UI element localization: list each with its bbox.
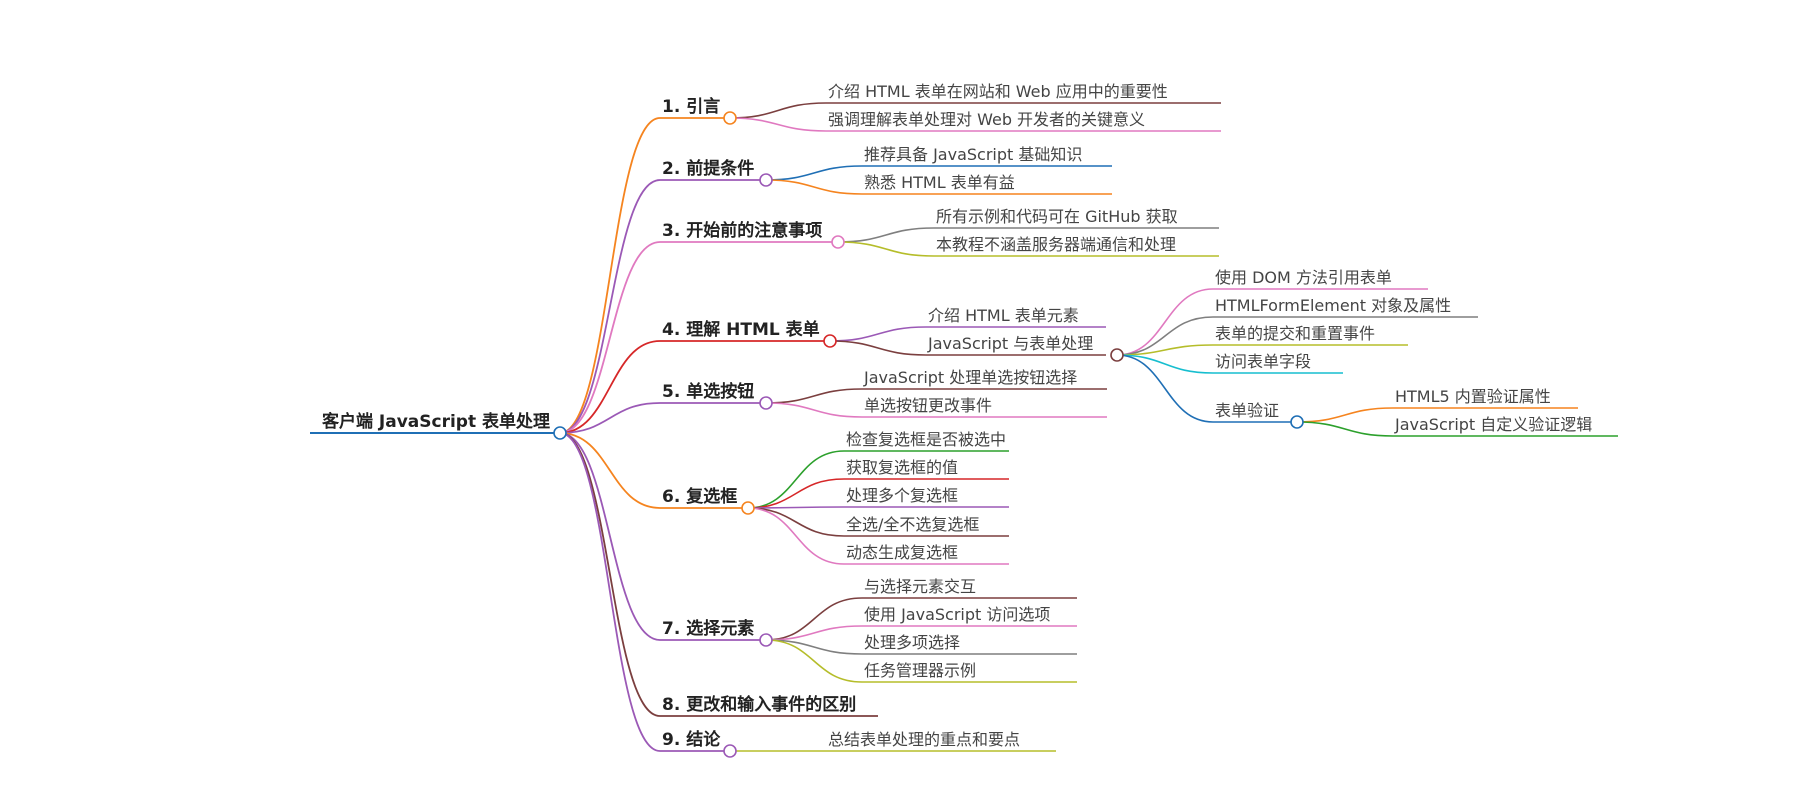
- leaf-link: [747, 507, 845, 537]
- leaf-label: 检查复选框是否被选中: [846, 430, 1006, 449]
- branch-collapse-toggle[interactable]: [723, 744, 737, 758]
- branch-label: 4. 理解 HTML 表单: [662, 319, 820, 340]
- branch-label: 1. 引言: [662, 96, 720, 117]
- branch-link: [559, 432, 661, 641]
- sub-label: 表单验证: [1215, 401, 1279, 420]
- branch-label: 5. 单选按钮: [662, 381, 754, 402]
- leaf-label: 与选择元素交互: [864, 577, 976, 596]
- leaf-link: [765, 165, 863, 181]
- leaf-link: [747, 506, 845, 509]
- branch-label: 8. 更改和输入事件的区别: [662, 694, 856, 715]
- leaf-link: [829, 340, 927, 356]
- branch-collapse-toggle[interactable]: [723, 111, 737, 125]
- sub-link: [1116, 344, 1214, 356]
- leaf-label: 任务管理器示例: [864, 661, 976, 680]
- branch-label: 2. 前提条件: [662, 158, 754, 179]
- leaf-label: 处理多项选择: [864, 633, 960, 652]
- branch-label: 9. 结论: [662, 729, 721, 750]
- leaf-link: [765, 639, 863, 655]
- branch-collapse-toggle[interactable]: [741, 501, 755, 515]
- branch-link: [559, 179, 661, 434]
- root-collapse-toggle[interactable]: [553, 426, 567, 440]
- leaf-link: [765, 179, 863, 195]
- leaf-label: 总结表单处理的重点和要点: [828, 730, 1020, 749]
- branch-collapse-toggle[interactable]: [831, 235, 845, 249]
- sub-link: [1116, 354, 1214, 374]
- leaf-label: 推荐具备 JavaScript 基础知识: [864, 145, 1082, 164]
- mindmap-links: [310, 102, 1618, 752]
- mindmap-nodes: 客户端 JavaScript 表单处理 1. 引言 介绍 HTML 表单在网站和 W…: [321, 82, 1592, 758]
- leaf-label: 处理多个复选框: [846, 486, 958, 505]
- sub-link: [1116, 354, 1214, 423]
- leaf-link: [765, 639, 863, 683]
- leaf-label: 全选/全不选复选框: [846, 515, 979, 534]
- root-node-label: 客户端 JavaScript 表单处理: [321, 411, 550, 432]
- leaf-label: 动态生成复选框: [846, 543, 958, 562]
- leaf-link: [729, 117, 827, 132]
- sub-label: HTMLFormElement 对象及属性: [1215, 296, 1451, 315]
- leaf-label: 单选按钮更改事件: [864, 396, 992, 415]
- branch-link: [559, 402, 661, 434]
- branch-link: [559, 117, 661, 434]
- branch-collapse-toggle[interactable]: [823, 334, 837, 348]
- validation-link: [1296, 407, 1394, 423]
- leaf-link: [747, 507, 845, 565]
- validation-collapse-toggle[interactable]: [1290, 415, 1304, 429]
- branch-link: [559, 432, 661, 752]
- leaf-link: [729, 102, 827, 119]
- validation-label: JavaScript 自定义验证逻辑: [1394, 415, 1592, 434]
- branch-label: 3. 开始前的注意事项: [662, 220, 822, 241]
- branch-collapse-toggle[interactable]: [759, 396, 773, 410]
- branch-label: 7. 选择元素: [662, 618, 754, 639]
- leaf-link: [765, 597, 863, 641]
- sub-collapse-toggle[interactable]: [1110, 348, 1124, 362]
- leaf-label: JavaScript 与表单处理: [927, 334, 1093, 353]
- leaf-link: [747, 478, 845, 509]
- branch-link: [559, 340, 661, 434]
- leaf-label: 获取复选框的值: [846, 458, 958, 477]
- branch-link: [559, 432, 661, 509]
- validation-label: HTML5 内置验证属性: [1395, 387, 1551, 406]
- leaf-link: [829, 326, 927, 342]
- leaf-label: 熟悉 HTML 表单有益: [864, 173, 1015, 192]
- leaf-link: [747, 450, 845, 509]
- leaf-link: [765, 625, 863, 641]
- validation-link: [1296, 421, 1394, 437]
- branch-collapse-toggle[interactable]: [759, 633, 773, 647]
- leaf-label: 本教程不涵盖服务器端通信和处理: [936, 235, 1176, 254]
- sub-label: 访问表单字段: [1215, 352, 1311, 371]
- leaf-label: 使用 JavaScript 访问选项: [864, 605, 1050, 624]
- sub-link: [1116, 316, 1214, 356]
- branch-label: 6. 复选框: [662, 486, 737, 507]
- leaf-label: JavaScript 处理单选按钮选择: [863, 368, 1077, 387]
- branch-link: [559, 432, 661, 717]
- leaf-link: [765, 388, 863, 404]
- sub-label: 表单的提交和重置事件: [1215, 324, 1375, 343]
- leaf-label: 介绍 HTML 表单在网站和 Web 应用中的重要性: [828, 82, 1168, 101]
- leaf-label: 介绍 HTML 表单元素: [928, 306, 1079, 325]
- leaf-link: [837, 241, 935, 257]
- branch-link: [559, 241, 661, 434]
- leaf-link: [765, 402, 863, 418]
- leaf-label: 所有示例和代码可在 GitHub 获取: [936, 207, 1178, 226]
- branch-collapse-toggle[interactable]: [759, 173, 773, 187]
- leaf-link: [837, 227, 935, 243]
- leaf-label: 强调理解表单处理对 Web 开发者的关键意义: [828, 110, 1145, 129]
- sub-link: [1116, 288, 1214, 356]
- sub-label: 使用 DOM 方法引用表单: [1215, 268, 1392, 287]
